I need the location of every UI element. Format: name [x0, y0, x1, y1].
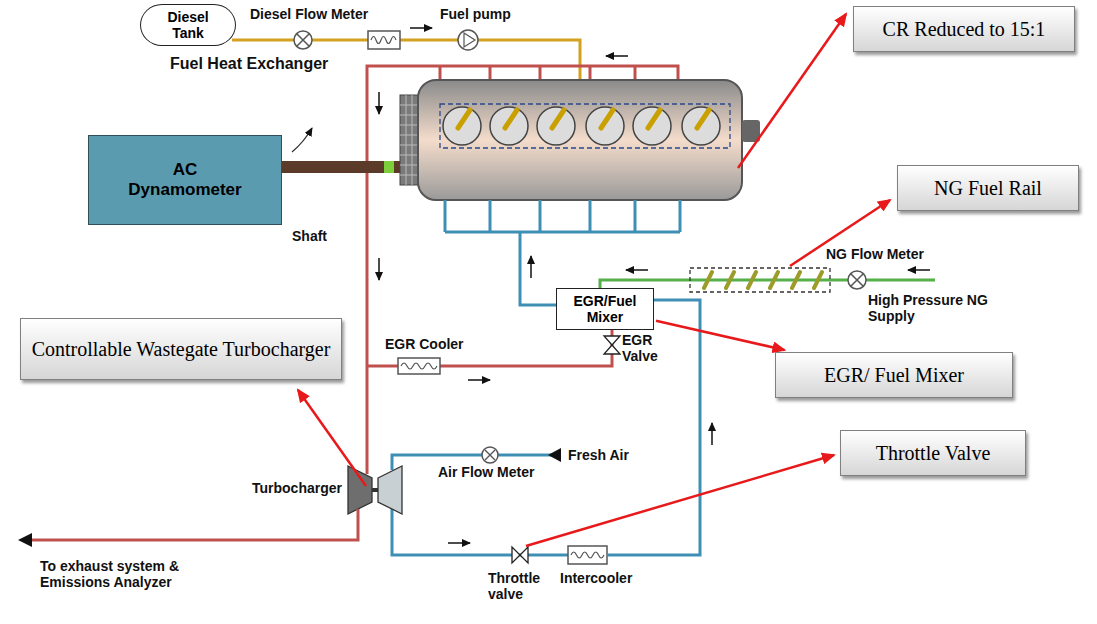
mixer-box: EGR/Fuel Mixer: [556, 288, 654, 330]
callout-box: NG Fuel Rail: [897, 165, 1079, 211]
flow-arrow: [410, 27, 432, 29]
callout-arrow: [656, 321, 784, 350]
egr-valve: [604, 336, 620, 345]
callout-box: Controllable Wastegate Turbocharger: [20, 318, 342, 380]
part-label: Intercooler: [560, 570, 632, 586]
ng-injectors: [704, 272, 822, 288]
tank-shape: Diesel Tank: [140, 4, 236, 46]
callout-leader: [738, 14, 846, 168]
ng-rail-outline: [690, 268, 830, 292]
cylinders: [443, 107, 720, 145]
throttle-valve: [512, 547, 520, 563]
turbo-shaft: [372, 488, 378, 492]
heat-exchanger-coil: [371, 37, 396, 44]
part-label: Air Flow Meter: [438, 464, 534, 480]
node-text: AC Dynamometer: [121, 160, 249, 201]
flow-meter-cross: [851, 274, 863, 286]
part-label: NG Flow Meter: [826, 246, 924, 262]
callout-box: EGR/ Fuel Mixer: [775, 352, 1013, 398]
part-label: Turbocharger: [252, 480, 342, 496]
flow-meter-cross: [485, 450, 495, 460]
flow-arrow-head: [548, 448, 561, 462]
heat-exchanger: [368, 31, 400, 49]
part-label: Diesel Flow Meter: [250, 6, 368, 22]
node-text: CR Reduced to 15:1: [883, 18, 1046, 41]
flow-arrow: [908, 269, 930, 271]
intercooler: [568, 546, 607, 564]
flow-meter-cross: [297, 34, 309, 46]
air-flow-meter: [482, 447, 498, 463]
diesel-injectors: [458, 110, 709, 128]
part-label: EGR Cooler: [385, 336, 464, 352]
node-text: NG Fuel Rail: [934, 177, 1042, 200]
throttle-valve: [520, 547, 528, 563]
part-label: High Pressure NG Supply: [868, 292, 990, 324]
part-label: Fuel pump: [440, 6, 511, 22]
flow-arrow: [711, 423, 713, 445]
flow-arrow: [468, 379, 490, 381]
exhaust-ports: [440, 66, 635, 80]
egr-cooler: [398, 358, 440, 374]
flow-arrow: [530, 256, 532, 278]
flow-arrow: [378, 258, 380, 280]
flywheel-grid: [400, 95, 418, 185]
egr-cooler-coil: [401, 363, 437, 369]
fuel-pump: [458, 30, 478, 50]
rotation-arrow: [292, 128, 312, 152]
ng-line: [600, 280, 935, 288]
shaft-coupling: [384, 161, 394, 173]
node-text: EGR/ Fuel Mixer: [824, 364, 964, 387]
callout-leader: [298, 390, 366, 486]
callout-box: Throttle Valve: [840, 430, 1026, 476]
callout-box: CR Reduced to 15:1: [853, 6, 1075, 52]
callout-leader: [526, 455, 834, 546]
intake-manifold: [445, 200, 680, 232]
intake-line: [520, 232, 556, 305]
fuel-pump-mark: [464, 33, 475, 47]
flow-meter: [848, 271, 866, 289]
egr-valve: [604, 345, 620, 354]
flow-arrow: [626, 269, 648, 271]
turbine: [348, 466, 372, 514]
flow-arrow: [378, 92, 380, 114]
boost-line: [392, 508, 568, 555]
dynamometer-box: AC Dynamometer: [88, 135, 282, 225]
part-label: Fuel Heat Exchanger: [170, 55, 328, 73]
flow-arrow: [448, 542, 470, 544]
flywheel: [400, 95, 418, 185]
part-label: Throttle valve: [488, 570, 560, 602]
part-label: Shaft: [292, 228, 327, 244]
fuel-rail-outline: [440, 104, 730, 148]
shaft: [282, 161, 400, 173]
node-text: Throttle Valve: [876, 442, 991, 465]
compressor: [378, 466, 402, 514]
part-label: EGR Valve: [622, 332, 668, 364]
node-text: Diesel Tank: [153, 9, 223, 41]
flow-arrow: [606, 55, 628, 57]
node-text: Controllable Wastegate Turbocharger: [32, 338, 331, 361]
intercooler-coil: [571, 552, 604, 558]
part-label: Fresh Air: [568, 447, 629, 463]
exhaust-out-line: [30, 509, 358, 540]
flow-arrow-head: [18, 533, 32, 547]
part-label: To exhaust system & Emissions Analyzer: [40, 558, 240, 590]
node-text: EGR/Fuel Mixer: [563, 293, 647, 325]
flow-meter: [294, 31, 312, 49]
engine-block: [418, 80, 742, 200]
